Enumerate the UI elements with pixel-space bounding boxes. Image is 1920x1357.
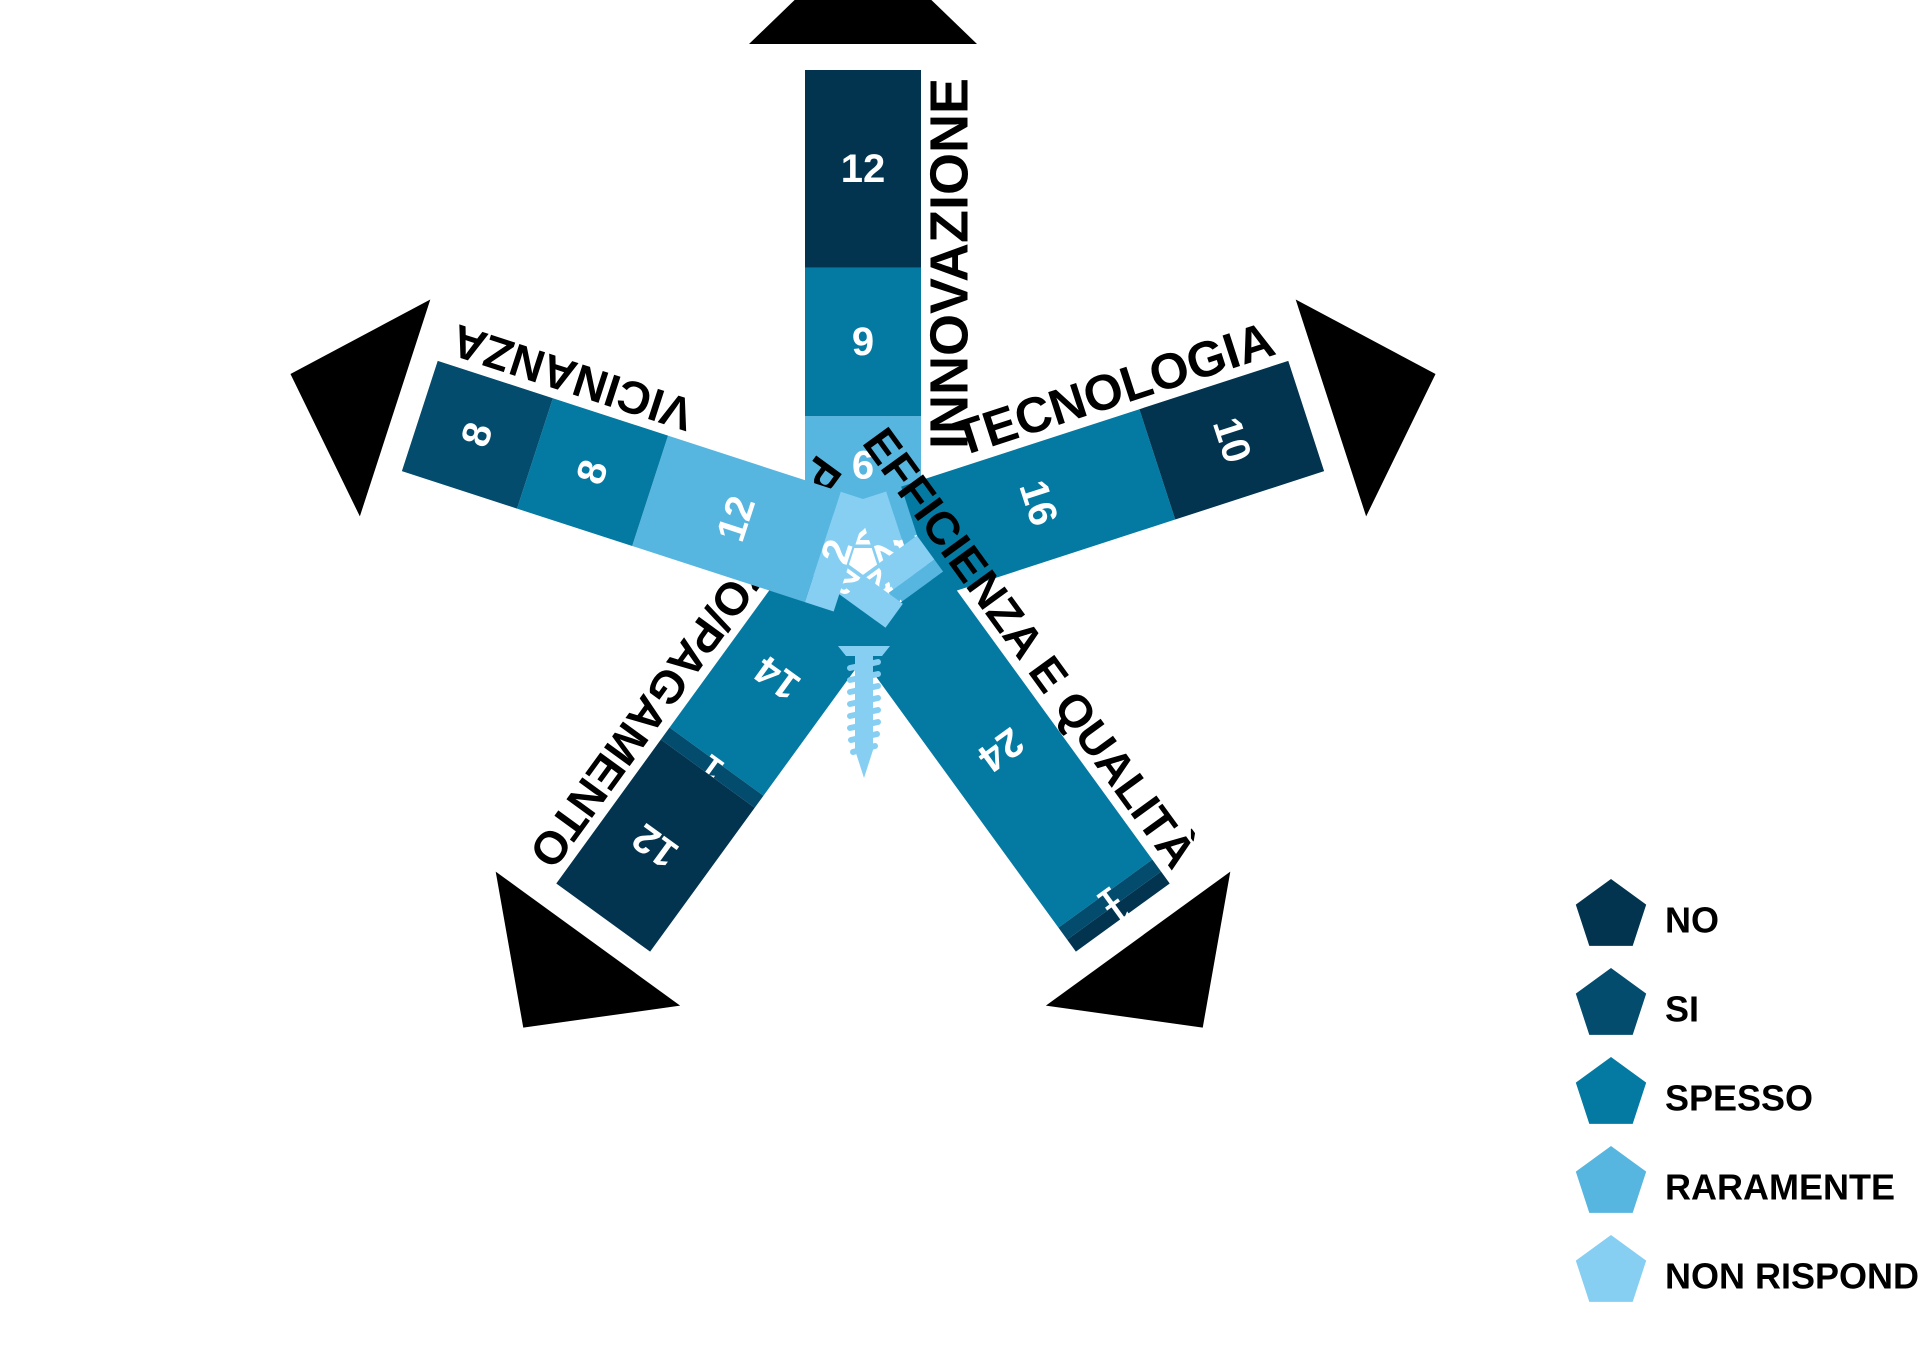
- arrowhead-prezzo-pagamento: [495, 871, 681, 1028]
- bar-segment-innovazione-no: [805, 69, 921, 268]
- legend-swatch-no: [1575, 879, 1647, 946]
- bar-segment-vicinanza-raramente: [632, 435, 841, 603]
- bar-segment-tecnologia-spesso: [901, 409, 1176, 597]
- arrowhead-innovazione: [749, 0, 977, 44]
- legend-label-spesso: SPESSO: [1665, 1078, 1813, 1119]
- bar-segment-vicinanza-spesso: [517, 398, 669, 546]
- bar-segment-prezzo-pagamento-si: [660, 727, 764, 808]
- legend-swatch-spesso: [1575, 1057, 1647, 1124]
- legend-item-spesso: SPESSO: [1575, 1057, 1813, 1124]
- arms-layer: 26912INNOVAZIONE211610TECNOLOGIA212411EF…: [290, 0, 1436, 1028]
- segment-value-innovazione-no: 12: [841, 147, 886, 191]
- bar-segment-efficienza-e-qualit-no: [1067, 871, 1170, 952]
- arrowhead-vicinanza: [290, 299, 431, 517]
- center-icon-group: [838, 646, 890, 778]
- bar-segment-vicinanza-non_risponde: [804, 491, 870, 612]
- legend-item-raramente: RARAMENTE: [1575, 1146, 1895, 1213]
- legend-item-non_risponde: NON RISPONDE: [1575, 1235, 1920, 1302]
- legend: NO SI SPESSO RARAMENTE NON RISPONDE: [1575, 879, 1920, 1302]
- arm-title-innovazione: INNOVAZIONE: [920, 78, 980, 449]
- arrowhead-tecnologia: [1295, 299, 1436, 517]
- segment-value-innovazione-raramente: 6: [852, 444, 874, 488]
- arm-tecnologia: 211610TECNOLOGIA: [856, 299, 1436, 612]
- bar-segment-innovazione-spesso: [805, 267, 921, 417]
- legend-label-si: SI: [1665, 989, 1699, 1030]
- bar-segment-prezzo-pagamento-no: [556, 739, 755, 952]
- bar-segment-vicinanza-si: [401, 360, 553, 509]
- bar-segment-efficienza-e-qualit-spesso: [849, 571, 1153, 928]
- screw-icon: [838, 646, 890, 778]
- bar-segment-prezzo-pagamento-spesso: [669, 559, 886, 796]
- legend-item-no: NO: [1575, 879, 1719, 946]
- bar-segment-efficienza-e-qualit-si: [1058, 859, 1162, 940]
- legend-swatch-non_risponde: [1575, 1235, 1647, 1302]
- legend-swatch-si: [1575, 968, 1647, 1035]
- segment-value-innovazione-spesso: 9: [852, 320, 874, 364]
- arrowhead-efficienza-e-qualit: [1045, 871, 1231, 1028]
- legend-label-raramente: RARAMENTE: [1665, 1167, 1895, 1208]
- legend-swatch-raramente: [1575, 1146, 1647, 1213]
- legend-label-no: NO: [1665, 900, 1719, 941]
- legend-item-si: SI: [1575, 968, 1699, 1035]
- legend-label-non_risponde: NON RISPONDE: [1665, 1256, 1920, 1297]
- bar-segment-tecnologia-no: [1139, 360, 1325, 520]
